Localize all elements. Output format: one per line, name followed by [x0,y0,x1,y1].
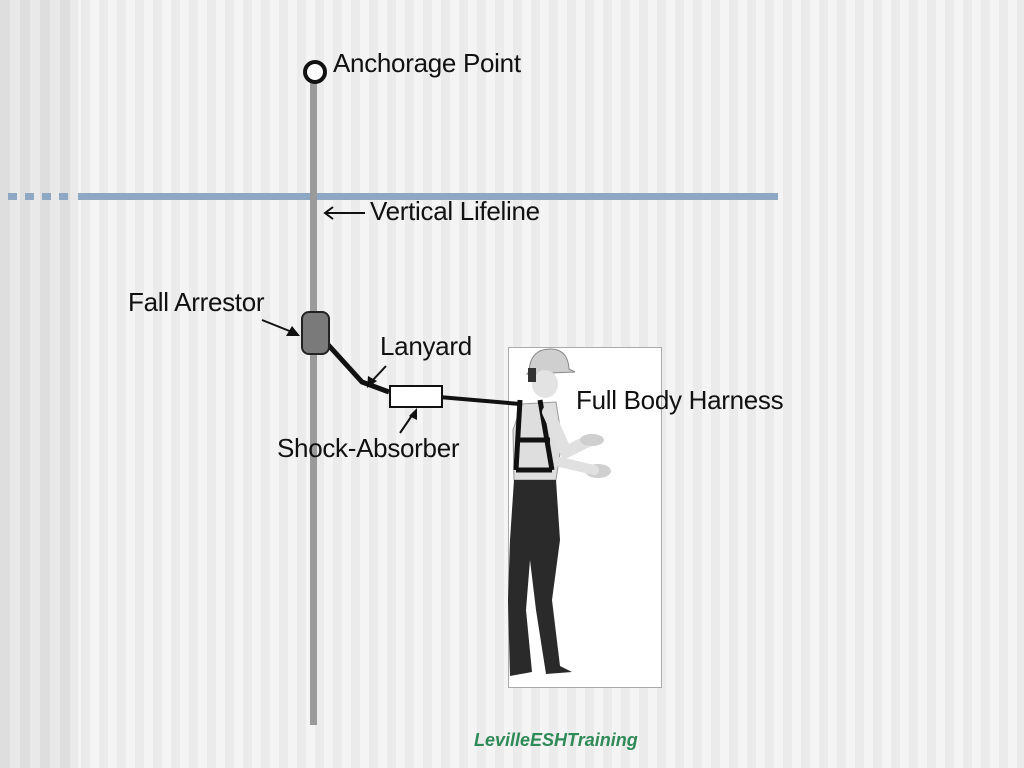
worker-arm [542,406,596,461]
lanyard-line [320,336,390,395]
footer-brand: LevilleESHTraining [474,730,638,750]
decor-line [78,193,778,200]
full-body-harness-label: Full Body Harness [576,385,784,415]
hard-hat [525,348,576,375]
decor-dot [59,193,68,200]
worker-legs [508,480,572,676]
shock-absorber-label: Shock-Absorber [277,433,460,463]
vertical-lifeline-label: Vertical Lifeline [370,196,540,226]
harness-straps [513,399,555,473]
anchorage-point-ring [303,60,327,84]
vertical-lifeline [310,82,317,725]
decor-dot [25,193,34,200]
fall-arrestor-label: Fall Arrestor [128,287,265,317]
vertical-lifeline-arrow [323,206,365,220]
shock-absorber-device [389,385,443,408]
lanyard-label: Lanyard [380,331,472,361]
worker-head [532,370,558,398]
worker-figure [508,348,611,676]
shock-absorber-arrow [399,408,417,434]
decor-dot [8,193,17,200]
anchorage-point-label: Anchorage Point [333,48,521,78]
decor-dot [42,193,51,200]
fall-arrestor-arrow [261,319,300,336]
fall-arrestor-device [301,311,330,355]
lanyard-arrow [367,365,387,388]
background-band [0,0,78,768]
lanyard-harness-line [438,395,521,406]
